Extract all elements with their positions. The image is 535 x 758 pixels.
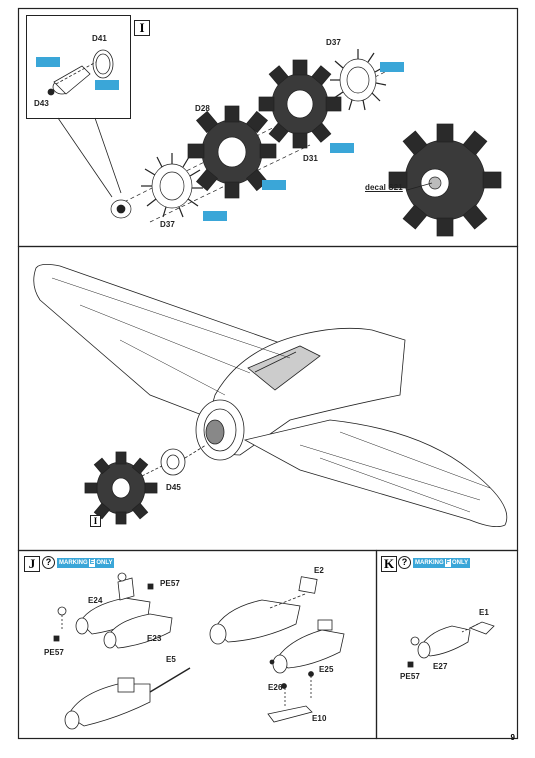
part-label-e1: E1 (479, 608, 489, 617)
part-label-d43: D43 (34, 99, 49, 108)
color-tag (330, 143, 354, 153)
part-label-e24: E24 (88, 596, 103, 605)
part-label-pe57: PE57 (400, 672, 420, 681)
part-label-e25: E25 (319, 665, 334, 674)
marking-badge-k: ? MARKING F ONLY (398, 556, 471, 569)
part-label-e10: E10 (312, 714, 327, 723)
color-tag (203, 211, 227, 221)
part-label-e2: E2 (314, 566, 324, 575)
color-tag (36, 57, 60, 67)
part-label-e5: E5 (166, 655, 176, 664)
color-tag (262, 180, 286, 190)
marking-letter: F (444, 558, 451, 567)
marking-badge-j: ? MARKING E ONLY (42, 556, 115, 569)
marking-text: MARKING (415, 559, 444, 566)
part-label-e23: E23 (147, 634, 162, 643)
step-marker-j: J (24, 556, 40, 572)
step-marker-i: I (134, 20, 150, 36)
aircraft-drawing (33, 264, 508, 528)
marking-tag: MARKING F ONLY (413, 557, 471, 568)
section-k-frame (375, 549, 519, 740)
section-j-drawing (53, 572, 345, 730)
only-text: ONLY (96, 559, 113, 566)
part-label-d41: D41 (92, 34, 107, 43)
engine-exploded-view (110, 49, 502, 237)
part-label-d37-top: D37 (326, 38, 341, 47)
marking-tag: MARKING E ONLY (57, 557, 115, 568)
marking-letter: E (88, 558, 96, 567)
only-text: ONLY (451, 559, 469, 566)
section-k-drawing (407, 621, 495, 668)
part-label-d45: D45 (166, 483, 181, 492)
sub-step-marker-i: I (90, 515, 101, 527)
part-label-pe57-b: PE57 (44, 648, 64, 657)
part-label-pe57-a: PE57 (160, 579, 180, 588)
part-label-e26: E26 (268, 683, 283, 692)
part-label-e27: E27 (433, 662, 448, 671)
page-number: 9 (510, 733, 515, 742)
color-tag (95, 80, 119, 90)
decal-label-s21: decal S21 (365, 183, 403, 192)
color-tag (380, 62, 404, 72)
inset-parts (47, 49, 114, 96)
question-icon: ? (398, 556, 411, 569)
marking-text: MARKING (59, 559, 88, 566)
part-label-d28: D28 (195, 104, 210, 113)
step-marker-k: K (381, 556, 397, 572)
part-label-d37-bottom: D37 (160, 220, 175, 229)
part-label-d31: D31 (303, 154, 318, 163)
question-icon: ? (42, 556, 55, 569)
